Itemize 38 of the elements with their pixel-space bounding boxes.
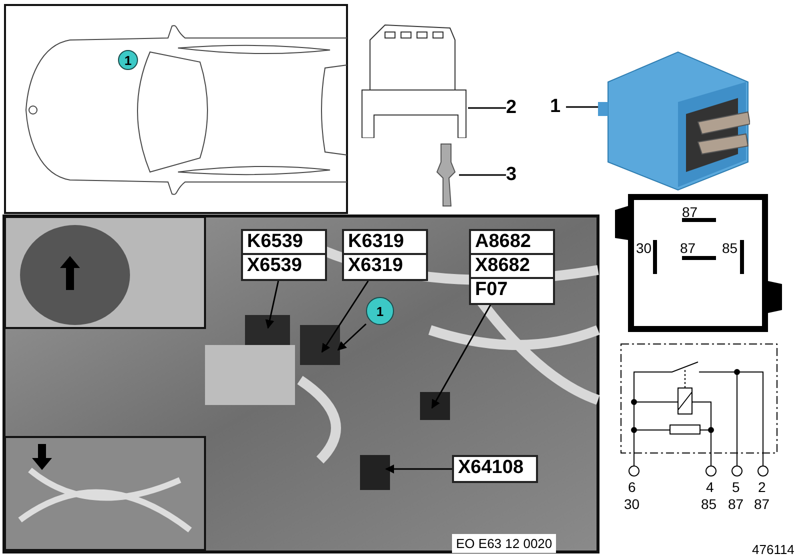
- pin-number: 5: [732, 480, 740, 495]
- component-code: X6319: [344, 253, 426, 277]
- pin-number: 30: [624, 497, 640, 512]
- arrow: [385, 464, 452, 474]
- pin-number: 87: [754, 497, 770, 512]
- arrow: [337, 323, 367, 351]
- component-code: X6539: [243, 253, 325, 277]
- leader-line: [566, 106, 598, 108]
- pin-number: 85: [722, 241, 738, 256]
- leader-line: [468, 107, 506, 109]
- pin-number: 85: [701, 497, 717, 512]
- pin-number: 87: [680, 241, 696, 256]
- arrow: [321, 280, 369, 353]
- drawing-number: EO E63 12 0020: [452, 534, 556, 553]
- code-label-box: [452, 455, 538, 483]
- callout-number: 3: [506, 165, 520, 185]
- component-code: K6319: [347, 231, 405, 253]
- pin-number: 6: [628, 480, 636, 495]
- leader-line: [459, 174, 506, 176]
- component-code: F07: [471, 277, 553, 301]
- image-number: 476114: [752, 542, 794, 557]
- code-label-box: [241, 229, 327, 281]
- callout-number: 1: [118, 50, 138, 70]
- callout-number: 1: [550, 97, 566, 117]
- component-code: X8682: [471, 253, 553, 277]
- code-label-box: [342, 229, 428, 281]
- component-code: X64108: [457, 457, 525, 479]
- component-code: A8682: [474, 231, 532, 253]
- arrow: [265, 280, 280, 329]
- pin-number: 30: [636, 241, 652, 256]
- code-label-box: [469, 229, 555, 305]
- pin-number: 87: [728, 497, 744, 512]
- pin-number: 87: [682, 205, 698, 220]
- pin-number: 2: [758, 480, 766, 495]
- arrow: [431, 304, 492, 409]
- callout-number: 2: [506, 98, 520, 118]
- component-code: K6539: [246, 231, 304, 253]
- pin-number: 4: [706, 480, 714, 495]
